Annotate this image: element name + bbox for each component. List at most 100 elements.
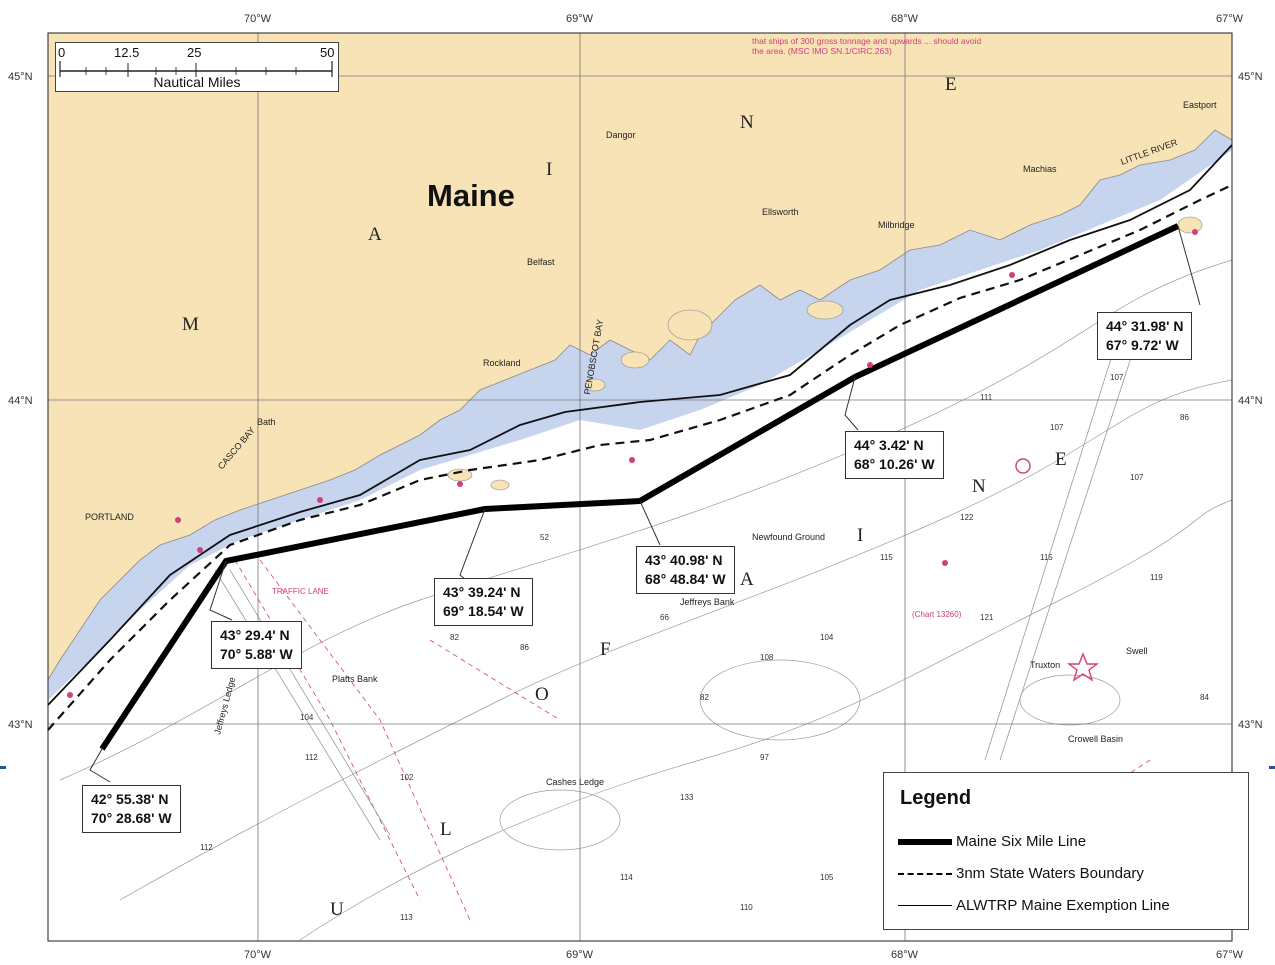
place-label: Crowell Basin [1068, 734, 1123, 744]
sound-signal-icon [1015, 458, 1031, 474]
edge-marker [0, 766, 6, 769]
longitude-value: 68° 10.26' W [854, 456, 935, 472]
place-label: Platts Bank [332, 674, 378, 684]
scale-tick-label: 25 [187, 45, 202, 60]
depth-contours [59, 259, 1233, 941]
svg-text:114: 114 [620, 873, 633, 882]
chart-letter: N [972, 476, 986, 497]
place-label: Swell [1126, 646, 1148, 656]
svg-text:108: 108 [760, 653, 774, 662]
legend: Legend Maine Six Mile Line 3nm State Wat… [883, 772, 1249, 930]
lat-label-left-44: 44°N [8, 395, 33, 407]
light-markers [67, 229, 1198, 698]
svg-text:122: 122 [960, 513, 974, 522]
latitude-value: 44° 31.98' N [1106, 318, 1184, 334]
legend-item-label: ALWTRP Maine Exemption Line [956, 897, 1170, 914]
latitude-value: 42° 55.38' N [91, 791, 169, 807]
lat-label-right-43: 43°N [1238, 719, 1263, 731]
coordinate-callout: 43° 40.98' N 68° 48.84' W [636, 546, 735, 594]
chart-letter: E [1055, 449, 1067, 470]
svg-text:107: 107 [1110, 373, 1124, 382]
lon-label-bottom-70: 70°W [244, 949, 272, 961]
edge-marker [1269, 766, 1275, 769]
place-label: Ellsworth [762, 207, 799, 217]
svg-text:115: 115 [1040, 553, 1053, 562]
dashed-line-swatch-icon [898, 873, 952, 875]
svg-text:133: 133 [680, 793, 694, 802]
coordinate-callout: 44° 3.42' N 68° 10.26' W [845, 431, 944, 479]
state-waters-boundary [47, 184, 1233, 731]
chart-letter: O [535, 684, 549, 705]
scale-bar-ruler [59, 61, 333, 77]
islands [447, 216, 1203, 491]
latitude-value: 44° 3.42' N [854, 437, 924, 453]
area-to-avoid-notice: that ships of 300 gross tonnage and upwa… [752, 36, 982, 56]
svg-text:82: 82 [700, 693, 709, 702]
exemption-line [47, 144, 1233, 706]
svg-text:107: 107 [1130, 473, 1144, 482]
lon-label-bottom-68: 68°W [891, 949, 919, 961]
scale-bar: 0 12.5 25 50 Nautical Miles [55, 42, 339, 92]
svg-text:105: 105 [820, 873, 834, 882]
chart-letter: I [546, 159, 552, 180]
chart-note: (Chart 13260) [912, 610, 962, 619]
place-label: Bath [257, 417, 276, 427]
svg-text:86: 86 [1180, 413, 1189, 422]
lon-label-top-67: 67°W [1216, 13, 1244, 25]
place-label: Belfast [527, 257, 555, 267]
leader-lines [89, 225, 1201, 783]
legend-title: Legend [900, 787, 972, 809]
svg-text:66: 66 [660, 613, 669, 622]
chart-letter: F [600, 639, 611, 660]
scale-tick-label: 12.5 [114, 45, 140, 60]
chart-note: TRAFFIC LANE [272, 587, 329, 596]
longitude-value: 67° 9.72' W [1106, 337, 1179, 353]
place-label: Dangor [606, 130, 636, 140]
truxton-star-icon [1066, 652, 1100, 682]
svg-text:84: 84 [1200, 693, 1209, 702]
lat-label-left-43: 43°N [8, 719, 33, 731]
lon-label-top-70: 70°W [244, 13, 272, 25]
coordinate-callout: 43° 39.24' N 69° 18.54' W [434, 578, 533, 626]
place-label: Newfound Ground [752, 532, 825, 542]
svg-text:115: 115 [880, 553, 893, 562]
svg-text:112: 112 [200, 843, 213, 852]
svg-text:121: 121 [980, 613, 994, 622]
place-label: Milbridge [878, 220, 915, 230]
lon-label-top-68: 68°W [891, 13, 919, 25]
scale-bar-title: Nautical Miles [153, 74, 241, 90]
place-label: Rockland [483, 358, 521, 368]
svg-text:86: 86 [520, 643, 529, 652]
svg-text:113: 113 [400, 913, 413, 922]
legend-item-label: 3nm State Waters Boundary [956, 865, 1144, 882]
coordinate-callout: 43° 29.4' N 70° 5.88' W [211, 621, 302, 669]
six-mile-line [99, 223, 1180, 751]
place-label: Machias [1023, 164, 1057, 174]
longitude-value: 70° 28.68' W [91, 810, 172, 826]
coordinate-callout: 42° 55.38' N 70° 28.68' W [82, 785, 181, 833]
chart-letter: U [330, 899, 344, 920]
longitude-value: 69° 18.54' W [443, 603, 524, 619]
svg-text:97: 97 [760, 753, 769, 762]
latitude-value: 43° 40.98' N [645, 552, 723, 568]
svg-text:112: 112 [305, 753, 318, 762]
svg-text:82: 82 [450, 633, 459, 642]
region-label: Maine [427, 178, 515, 213]
chart-border [47, 32, 1233, 942]
place-label: PORTLAND [85, 512, 134, 522]
coordinate-callout: 44° 31.98' N 67° 9.72' W [1097, 312, 1193, 360]
chart-letter: N [740, 112, 754, 133]
legend-item: 3nm State Waters Boundary [898, 863, 1238, 885]
chart-letter: A [740, 569, 754, 590]
svg-text:52: 52 [540, 533, 549, 542]
latitude-value: 43° 29.4' N [220, 627, 290, 643]
legend-item-label: Maine Six Mile Line [956, 833, 1087, 850]
latitude-value: 43° 39.24' N [443, 584, 521, 600]
scale-tick-label: 0 [58, 45, 66, 60]
lon-label-bottom-69: 69°W [566, 949, 594, 961]
longitude-value: 70° 5.88' W [220, 646, 293, 662]
place-label: Jeffreys Bank [680, 597, 735, 607]
svg-text:104: 104 [300, 713, 314, 722]
